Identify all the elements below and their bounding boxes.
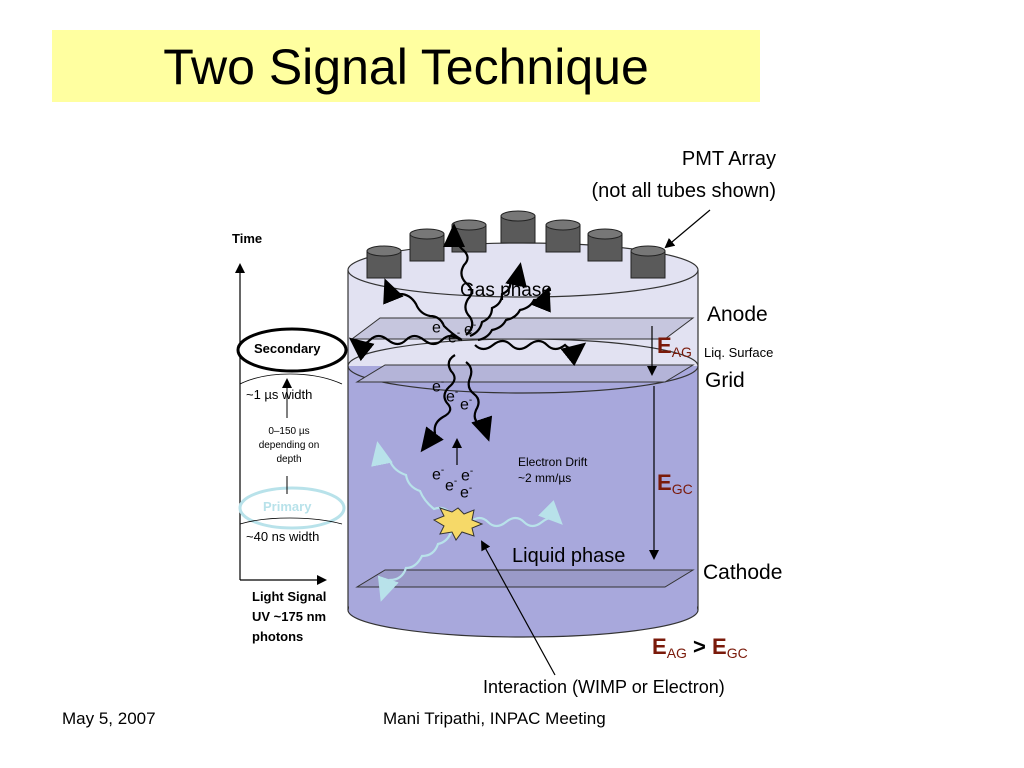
pmt-tube: [451, 219, 487, 253]
primary-photons: [371, 441, 563, 602]
electron-label: e-: [448, 328, 461, 347]
secondary-ellipse: [236, 327, 348, 373]
electron-label: e-: [446, 387, 459, 406]
electron-label: e-: [432, 377, 445, 396]
gate-grid-plane: [355, 364, 695, 383]
primary-width-label: ~40 ns width: [246, 529, 320, 544]
pmt-tube: [409, 228, 445, 262]
interaction-pointer-arrow: [481, 540, 556, 676]
secondary-width-label: ~1 µs width: [246, 387, 313, 402]
pmt-tube: [587, 228, 623, 262]
pmt-array-label: PMT Array: [681, 148, 776, 170]
footer-date: May 5, 2007: [62, 709, 156, 728]
secondary-width-bracket: [239, 373, 343, 385]
title-banner: Two Signal Technique: [52, 30, 760, 102]
eag-label: EAG: [657, 333, 692, 360]
egc-label: EGC: [657, 470, 693, 497]
secondary-label: Secondary: [254, 341, 321, 356]
electron-drift-label: Electron Drift ~2 mm/µs: [518, 455, 588, 485]
delay-label: 0–150 µs depending on depth: [258, 426, 320, 465]
electron-label: e-: [432, 318, 445, 337]
timing-diagram: [235, 263, 348, 585]
secondary-photons: [348, 223, 587, 453]
electron-label: e-: [460, 395, 473, 414]
interaction-label: Interaction (WIMP or Electron): [483, 677, 725, 697]
electron-label: e-: [464, 320, 477, 339]
electron-label: e-: [460, 483, 473, 502]
anode-plane: [350, 317, 695, 340]
interaction-starburst: [432, 507, 484, 541]
pmt-tube: [630, 245, 666, 279]
pmt-pointer-arrow: [664, 209, 711, 249]
pmt-tube: [500, 210, 536, 244]
liquid-phase-label: Liquid phase: [512, 545, 626, 567]
pmt-array-note: (not all tubes shown): [591, 180, 776, 202]
grid-label: Grid: [705, 369, 745, 392]
electron-label: e-: [445, 476, 458, 495]
gas-phase-label: Gas phase: [460, 280, 552, 301]
primary-ellipse: [238, 486, 346, 530]
liquid-surface-label: Liq. Surface: [704, 345, 774, 360]
pmt-array: [366, 210, 666, 279]
cathode-plane: [355, 569, 695, 588]
footer-author: Mani Tripathi, INPAC Meeting: [383, 709, 606, 728]
field-relation: EAG > EGC: [652, 634, 748, 661]
electron-label: e-: [461, 466, 474, 485]
pmt-tube: [545, 219, 581, 253]
cathode-label: Cathode: [703, 561, 783, 584]
electron-label: e-: [432, 465, 445, 484]
primary-label: Primary: [263, 499, 312, 514]
anode-label: Anode: [707, 303, 768, 326]
slide-title: Two Signal Technique: [163, 39, 649, 95]
pmt-tube: [366, 245, 402, 279]
time-axis-label: Time: [232, 231, 263, 246]
signal-axis-label: Light Signal UV ~175 nm photons: [252, 589, 327, 644]
primary-width-bracket: [239, 517, 343, 525]
